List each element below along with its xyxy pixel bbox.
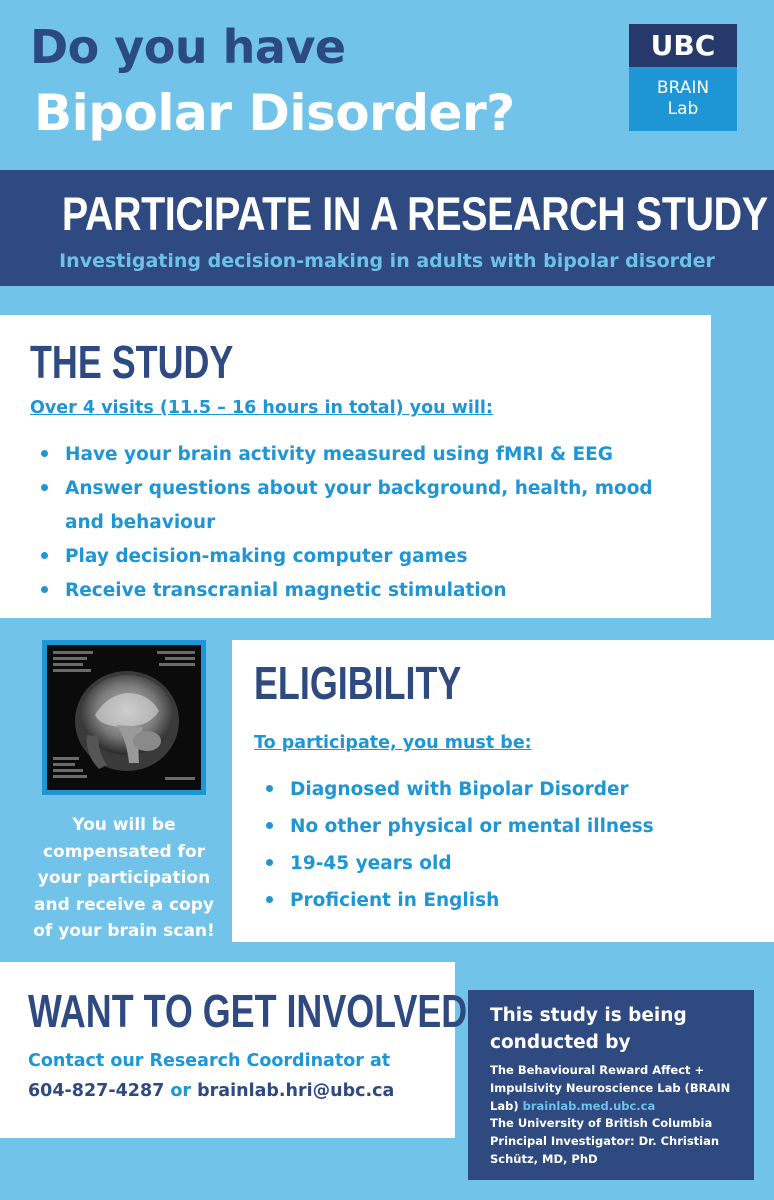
email-link[interactable]: brainlab.hri@ubc.ca: [197, 1081, 395, 1101]
conducted-by-title: This study is being conducted by: [490, 1005, 687, 1053]
contact-details: 604-827-4287 or brainlab.hri@ubc.ca: [28, 1081, 394, 1101]
conducted-by-panel: This study is being conducted by The Beh…: [468, 990, 754, 1180]
study-title: THE STUDY: [30, 336, 234, 388]
principal-investigator: Principal Investigator: Dr. Christian Sc…: [490, 1134, 720, 1166]
eligibility-criteria-list: Diagnosed with Bipolar Disorder No other…: [254, 771, 764, 919]
headline-line-2: Bipolar Disorder?: [34, 84, 515, 142]
banner-title: PARTICIPATE IN A RESEARCH STUDY: [61, 187, 768, 240]
ubc-brain-lab-logo: UBC BRAIN Lab: [629, 24, 737, 131]
headline-line-1: Do you have: [30, 20, 346, 74]
contact-intro-text: Contact our Research Coordinator at: [28, 1051, 391, 1071]
list-item: Diagnosed with Bipolar Disorder: [254, 771, 764, 808]
compensation-note: You will be compensated for your partici…: [33, 815, 215, 941]
logo-ubc-text: UBC: [629, 24, 737, 67]
conducted-by-details: The Behavioural Reward Affect + Impulsiv…: [490, 1062, 750, 1169]
brain-scan-picture: [47, 645, 201, 790]
study-subheading: Over 4 visits (11.5 – 16 hours in total)…: [30, 398, 493, 418]
contact-panel: WANT TO GET INVOLVED? Contact our Resear…: [0, 962, 489, 1138]
study-panel: THE STUDY Over 4 visits (11.5 – 16 hours…: [0, 315, 711, 618]
brain-scan-image: [42, 640, 206, 795]
eligibility-subheading: To participate, you must be:: [254, 733, 532, 753]
banner-subtitle: Investigating decision-making in adults …: [59, 250, 715, 272]
list-item: Have your brain activity measured using …: [29, 438, 689, 472]
contact-title: WANT TO GET INVOLVED?: [28, 985, 490, 1037]
lab-name: The Behavioural Reward Affect + Impulsiv…: [490, 1063, 731, 1113]
list-item: Answer questions about your background, …: [29, 472, 689, 540]
list-item: Play decision-making computer games: [29, 540, 689, 574]
logo-brain-text: BRAIN: [656, 78, 710, 98]
research-study-banner: PARTICIPATE IN A RESEARCH STUDY Investig…: [0, 170, 774, 286]
eligibility-title: ELIGIBILITY: [254, 657, 462, 709]
logo-lab-text: Lab: [667, 99, 699, 119]
phone-number[interactable]: 604-827-4287: [28, 1081, 165, 1101]
list-item: 19-45 years old: [254, 845, 764, 882]
university-name: The University of British Columbia: [490, 1116, 713, 1131]
list-item: Proficient in English: [254, 882, 764, 919]
logo-brain-lab-block: BRAIN Lab: [629, 67, 737, 131]
lab-website-link[interactable]: brainlab.med.ubc.ca: [522, 1098, 656, 1113]
study-activity-list: Have your brain activity measured using …: [29, 438, 689, 608]
brain-scan-illustration: [47, 645, 201, 790]
eligibility-panel: ELIGIBILITY To participate, you must be:…: [232, 640, 774, 942]
list-item: Receive transcranial magnetic stimulatio…: [29, 574, 689, 608]
or-text: or: [170, 1081, 192, 1101]
list-item: No other physical or mental illness: [254, 808, 764, 845]
